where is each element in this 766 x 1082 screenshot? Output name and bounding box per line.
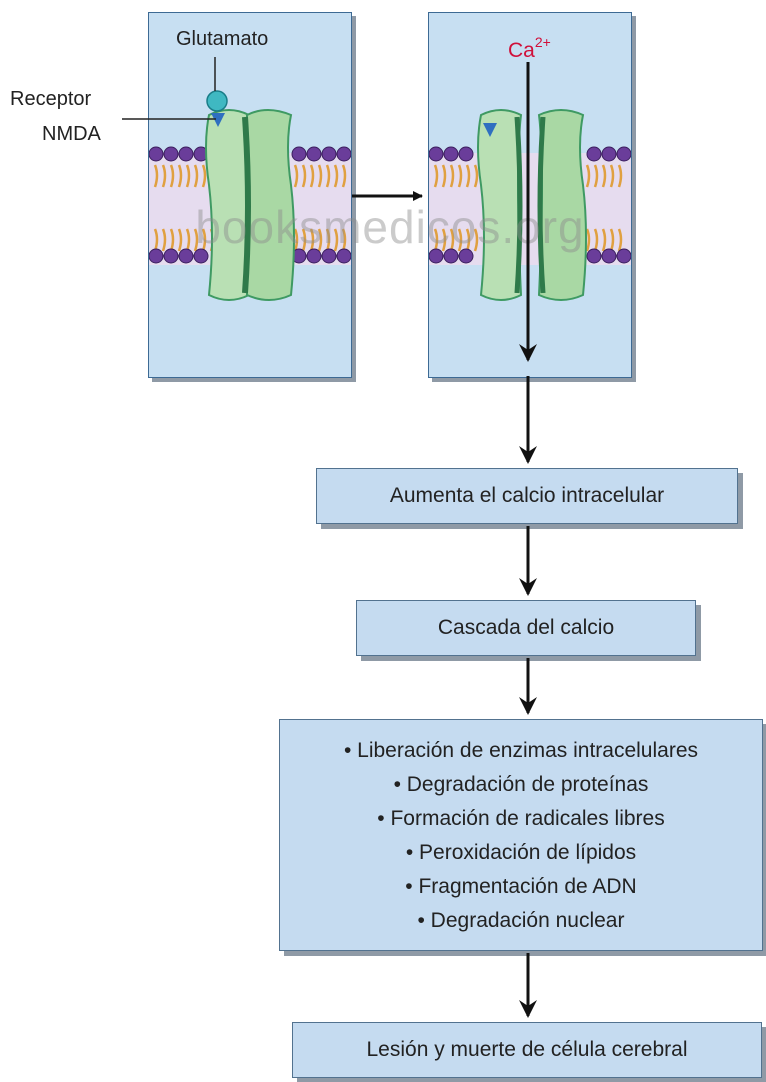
flow-arrowhead-2 [519,578,537,596]
step-calcium-cascade: Cascada del calcio [356,600,696,656]
receptor-label-line2: NMDA [42,123,101,145]
glutamate-label: Glutamato [176,28,269,50]
effect-item: • Peroxidación de lípidos [405,841,637,864]
membrane-right-illustration [429,109,631,301]
step-increase-calcium: Aumenta el calcio intracelular [316,468,738,524]
calcium-symbol: Ca [508,39,535,62]
flow-arrowhead-4 [519,1000,537,1018]
membrane-panel-left [148,12,352,378]
effect-item: • Degradación de proteínas [393,773,649,796]
effect-item: • Fragmentación de ADN [405,875,637,898]
receptor-label-line1: Receptor [10,88,92,110]
step-cell-death: Lesión y muerte de célula cerebral [292,1022,762,1078]
calcium-charge: 2+ [534,34,551,50]
effect-item: • Formación de radicales libres [377,807,665,830]
calcium-ion-label: Ca2+ [508,34,551,63]
effect-item: • Liberación de enzimas intracelulares [343,739,699,762]
effect-item: • Degradación nuclear [417,909,625,932]
flow-arrowhead-1 [519,446,537,464]
step-cellular-effects: • Liberación de enzimas intracelulares •… [279,719,763,951]
calcium-influx-arrowhead [519,344,537,362]
membrane-panel-right [428,12,632,378]
membrane-left-illustration [149,57,351,301]
watermark: booksmedicos.org [195,201,585,253]
flow-arrowhead-3 [519,697,537,715]
